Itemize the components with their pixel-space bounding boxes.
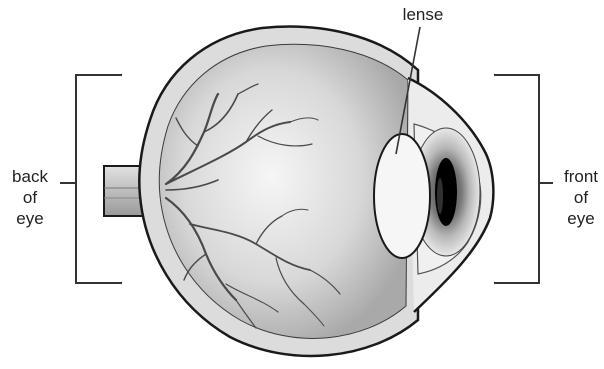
- front-of-eye-label-line2: of: [574, 188, 588, 207]
- back-of-eye-label-line2: of: [23, 188, 37, 207]
- pupil-highlight: [437, 178, 443, 214]
- front-of-eye-label-line3: eye: [567, 209, 594, 228]
- lens: [374, 134, 430, 258]
- front-of-eye-bracket: [494, 75, 553, 283]
- back-of-eye-label-line3: eye: [16, 209, 43, 228]
- front-of-eye-label-line1: front: [564, 167, 598, 186]
- back-of-eye-label-line1: back: [12, 167, 48, 186]
- lens-label: lense: [403, 5, 444, 24]
